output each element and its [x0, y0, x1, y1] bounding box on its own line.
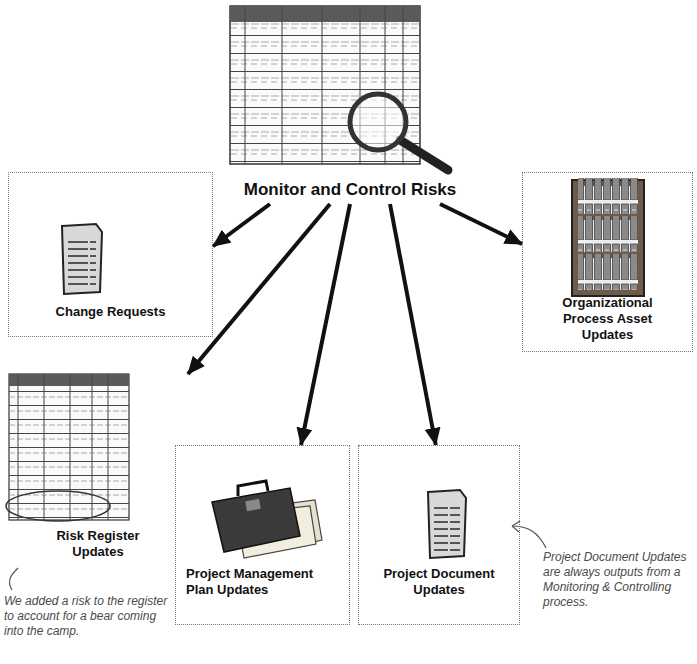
- output-box: Project Document Updates: [358, 445, 520, 625]
- bookshelf: [572, 178, 644, 296]
- document-icon: [62, 224, 102, 294]
- leader-arrowhead: [512, 521, 520, 532]
- leader-line: [512, 526, 546, 548]
- node-label: Risk Register Updates: [43, 528, 153, 560]
- flow-arrow: [440, 204, 522, 244]
- magnifier: [350, 94, 448, 170]
- leader-line: [10, 568, 18, 590]
- output-box: Change Requests: [8, 172, 213, 337]
- node-label: Organizational Process Asset Updates: [545, 295, 670, 343]
- node-label: Change Requests: [51, 304, 171, 320]
- output-box: Organizational Process Asset Updates: [522, 172, 693, 352]
- handwritten-note: Project Document Updates are always outp…: [543, 550, 693, 610]
- flow-arrow: [301, 204, 350, 445]
- flow-arrow: [188, 204, 330, 374]
- output-box: Project Management Plan Updates: [175, 445, 350, 625]
- risk-register-table: [6, 374, 129, 521]
- handwritten-note: We added a risk to the register to accou…: [4, 594, 174, 639]
- folder-briefcase: [212, 481, 322, 558]
- document-icon: [428, 490, 466, 558]
- flow-arrow: [390, 204, 436, 445]
- flow-arrow: [213, 204, 270, 246]
- node-label: Project Management Plan Updates: [186, 566, 316, 598]
- output-item: Risk Register Updates: [8, 374, 188, 564]
- risk-register-table: [230, 6, 420, 164]
- process-title: Monitor and Control Risks: [225, 175, 475, 204]
- node-label: Monitor and Control Risks: [225, 179, 475, 200]
- node-label: Project Document Updates: [369, 566, 509, 598]
